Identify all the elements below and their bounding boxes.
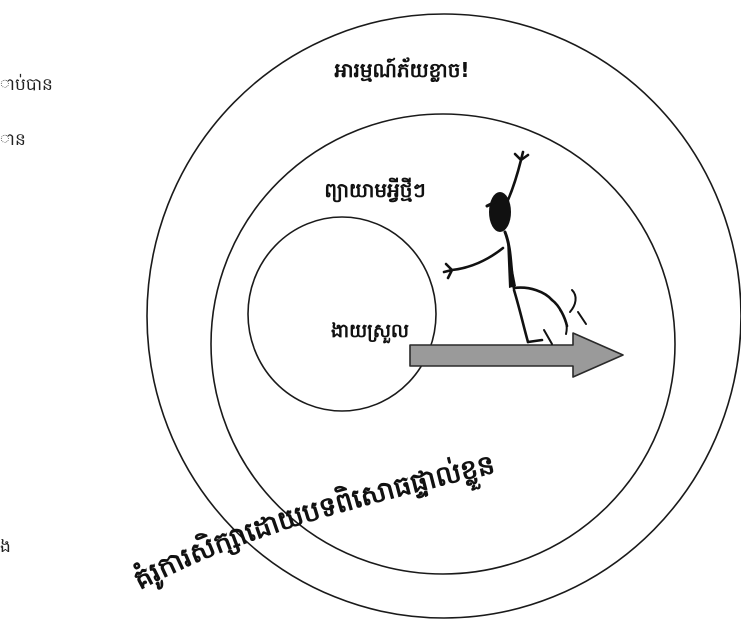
left-text-fragment-3: ង [0, 537, 11, 557]
middle-zone-label: ព្យាយាមអ្វីថ្មីៗ [324, 177, 425, 203]
inner-zone-label: ងាយស្រួល [331, 320, 409, 344]
growth-arrow [410, 333, 623, 377]
stick-figure-icon [444, 152, 586, 344]
left-text-fragment-2: ាន [0, 130, 26, 150]
left-text-fragment-1: ាប់បាន [0, 73, 53, 95]
outer-zone-label: អារម្មណ៍ភ័យខ្លាច! [334, 57, 469, 83]
inner-ring-comfort-zone [248, 217, 436, 411]
middle-ring-learning-zone [211, 114, 675, 574]
